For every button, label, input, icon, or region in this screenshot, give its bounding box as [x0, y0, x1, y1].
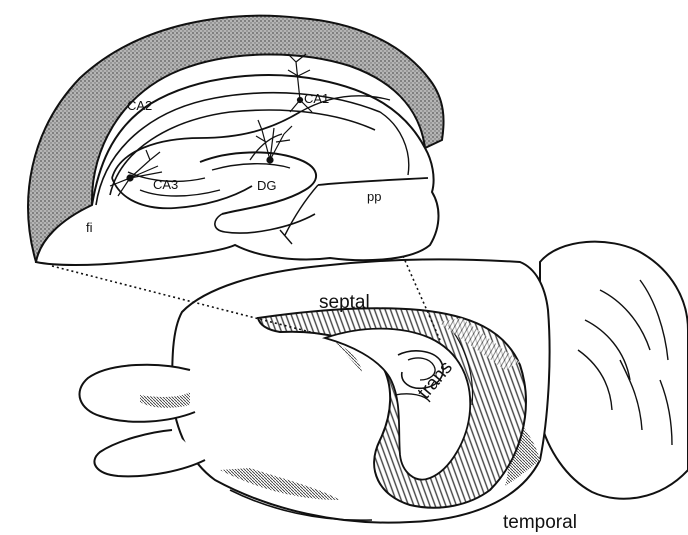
label-septal: septal	[319, 292, 370, 313]
olfactory-bulb-outline	[79, 365, 195, 422]
label-temporal: temporal	[503, 512, 577, 533]
label-ca1: CA1	[304, 91, 329, 106]
label-fi: fi	[86, 220, 93, 235]
label-pp: pp	[367, 189, 381, 204]
label-ca3: CA3	[153, 177, 178, 192]
cerebellum-outline	[540, 242, 688, 499]
label-ca2: CA2	[127, 98, 152, 113]
label-dg: DG	[257, 178, 277, 193]
